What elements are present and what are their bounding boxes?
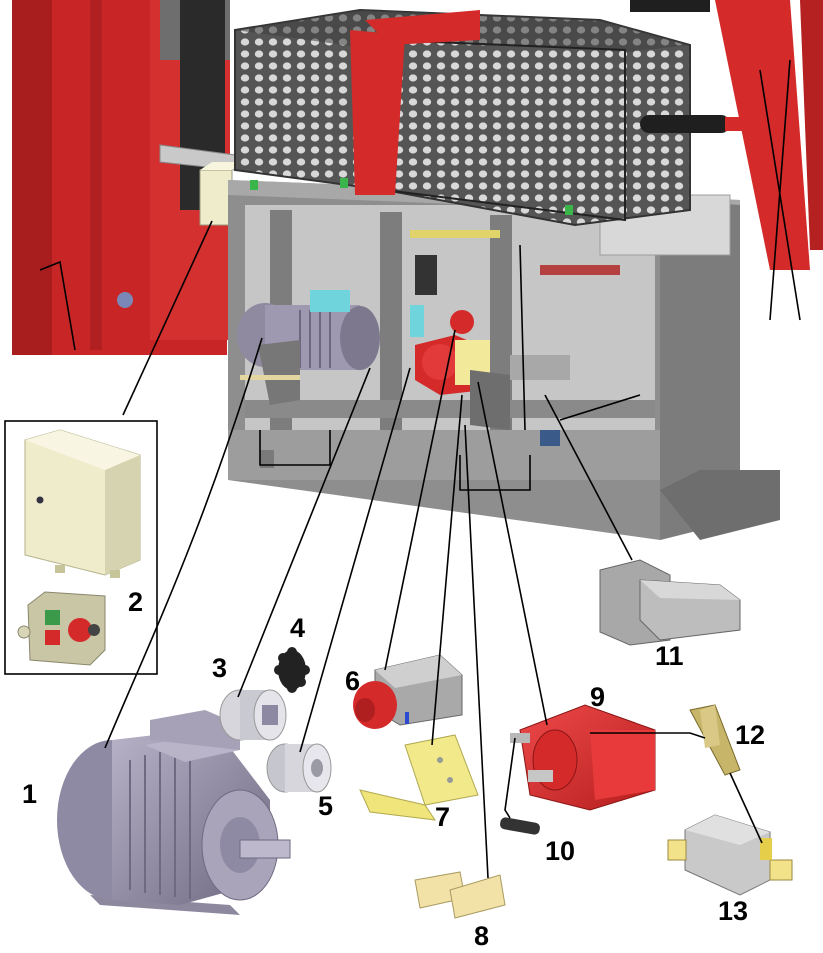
leader-2: [122, 220, 213, 416]
label-11: 11: [655, 641, 684, 671]
leader-9: [477, 381, 548, 726]
label-13: 13: [718, 896, 748, 926]
stop-button: [68, 618, 92, 642]
part-6-hydraulic-pump: [353, 654, 463, 729]
leader-10: [504, 737, 516, 819]
right-mechanism: [410, 230, 641, 446]
part-8-wooden-blocks: [414, 871, 506, 919]
label-7: 7: [435, 802, 450, 832]
label-8: 8: [474, 921, 489, 951]
part-3-coupling-half: [219, 689, 287, 741]
part-11-slide-block: [599, 559, 741, 646]
part-10-shaft-key: [500, 817, 540, 835]
label-3: 3: [212, 653, 227, 683]
leader-6: [384, 329, 456, 671]
label-4: 4: [290, 613, 305, 643]
label-9: 9: [590, 682, 605, 712]
part-7-pump-bracket: [359, 734, 479, 821]
green-button: [45, 610, 60, 625]
leader-13: [729, 772, 763, 844]
machine-assembly: [12, 0, 823, 540]
part-9-gearbox: [510, 704, 656, 811]
part-12-small-bracket: [689, 704, 741, 776]
leader-11: [544, 394, 633, 561]
red-indicator: [45, 630, 60, 645]
label-12: 12: [735, 720, 765, 750]
label-5: 5: [318, 791, 333, 821]
control-box-mounted: [199, 162, 244, 226]
leader-lines: [104, 220, 763, 879]
red-arm-right: [630, 0, 823, 321]
part-5-coupling-half: [266, 743, 332, 793]
control-box-enclosure: [24, 429, 141, 578]
part-4-coupling-spider: [274, 647, 310, 693]
leader-8: [464, 424, 489, 879]
part-1-electric-motor: [57, 710, 291, 915]
motor-installed: [237, 290, 380, 405]
gearbox-installed: [410, 255, 510, 430]
part-13-valve-block: [667, 814, 793, 896]
label-10: 10: [545, 836, 575, 866]
red-tower-left: [12, 0, 230, 355]
mesh-guard: [234, 8, 691, 227]
leader-1: [104, 337, 263, 749]
label-2: 2: [128, 587, 143, 617]
leader-5: [299, 367, 411, 753]
label-1: 1: [22, 779, 37, 809]
leader-12: [590, 732, 706, 739]
label-6: 6: [345, 666, 360, 696]
leader-3: [237, 367, 371, 698]
leader-7: [431, 394, 463, 746]
control-box-inset: 2: [4, 420, 158, 675]
start-stop-switch-box: [17, 591, 106, 666]
